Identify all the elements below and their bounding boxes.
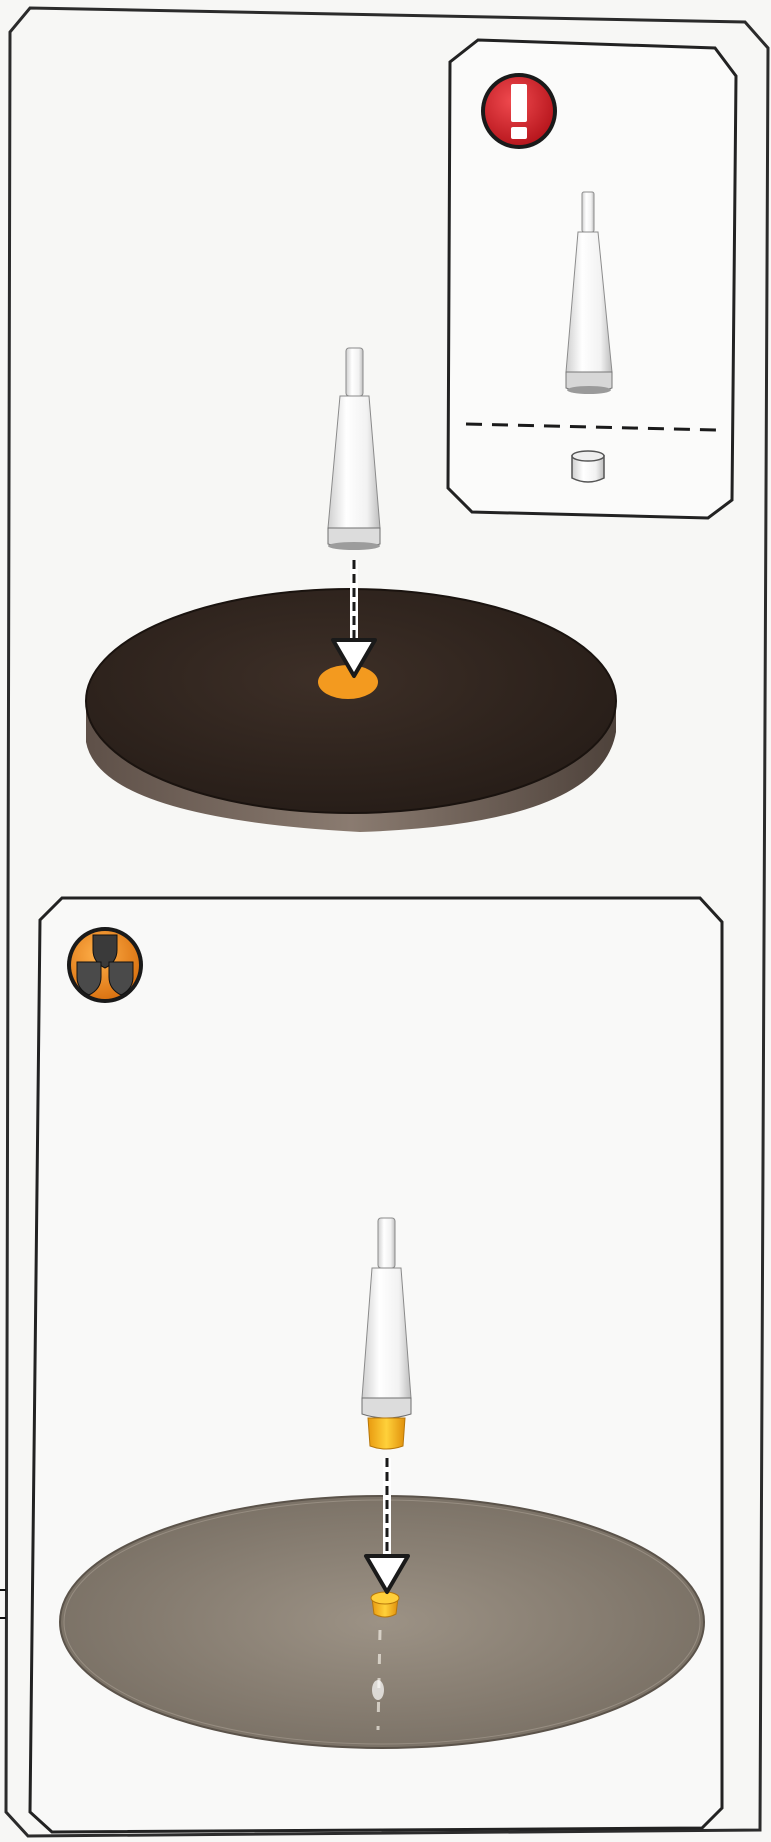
warning-inset-panel [448, 40, 736, 518]
target-dot [318, 665, 378, 699]
yellow-stud [371, 1592, 399, 1617]
step-bottom [30, 898, 722, 1832]
yellow-adapter [368, 1418, 405, 1449]
adapter-cap-illustration [572, 451, 604, 482]
exclamation-icon [481, 73, 557, 149]
shields-icon [67, 927, 143, 1003]
base-glass-illustration [60, 1496, 704, 1748]
